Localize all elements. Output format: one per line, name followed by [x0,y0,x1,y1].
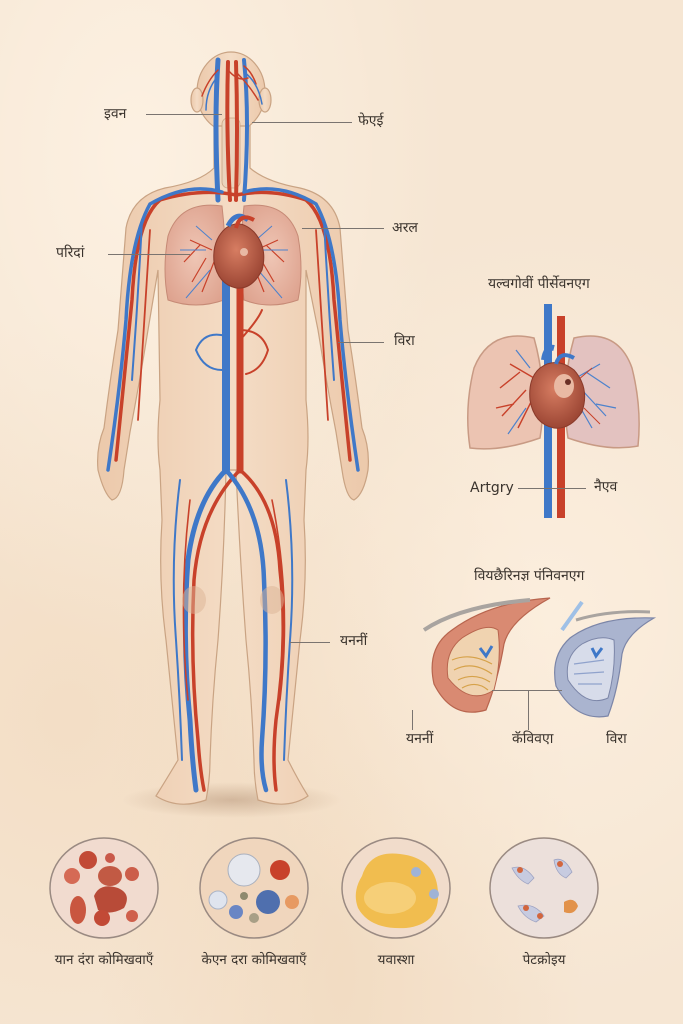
body-silhouette [97,51,369,805]
label-capillary: कॅविवएा [512,731,554,747]
label-vein-x: विरा [606,731,627,747]
vessel-illustration [422,597,657,718]
leader-capillary [528,690,529,730]
body-heart [213,213,265,289]
leader-capillary-h [492,690,562,691]
platelets-circle [489,837,599,939]
leader-lungs [108,254,190,255]
label-platelets: पेटक्रोइय [522,952,566,968]
leader-artery-x [412,710,413,730]
leader-arm [338,342,384,343]
body-figure: इवन फेएई अरल परिदां विरा यननीं [56,51,418,818]
heart-lungs-illustration [467,304,640,518]
plasma-circle [341,837,451,939]
red-blood-cells-circle [49,837,159,939]
label-artery-x: यननीं [406,731,434,747]
label-leg: यननीं [340,633,368,649]
leader-shoulder [302,228,384,229]
label-lungs: परिदां [56,245,85,261]
label-artery: Artgry [470,480,514,496]
label-shoulder: अरल [392,220,418,236]
vessel-inset-title: वियछैरिनज्ञ पंनिवनएग [474,568,585,584]
label-neck: फेएई [358,113,384,129]
vessel-cross-section-inset: वियछैरिनज्ञ पंनिवनएग यननीं कॅविवएा विरा [400,560,683,750]
label-plasma: यवास्शा [377,952,415,968]
leader-head [146,114,222,115]
body-illustration [97,51,369,818]
leader-neck [252,122,352,123]
label-arm: विरा [394,333,415,349]
label-vein: नैएव [594,479,618,495]
label-head: इवन [104,106,127,122]
heart-lungs-inset: यल्वगोवीं पीर्सेवनएग Artgry नैएव [460,268,660,518]
label-red-cells: यान दंरा कोमिखवाएँ [54,952,154,968]
white-blood-cells-circle [199,837,309,939]
leader-leg [290,642,330,643]
blood-components-row: यान दंरा कोमिखवाएँ केएन दरा कोमिखवाएँ यव… [0,836,683,976]
label-white-cells: केएन दरा कोमिखवाएँ [201,952,307,968]
heart-lungs-title: यल्वगोवीं पीर्सेवनएग [488,276,590,292]
leader-inset-vessels [518,488,586,489]
